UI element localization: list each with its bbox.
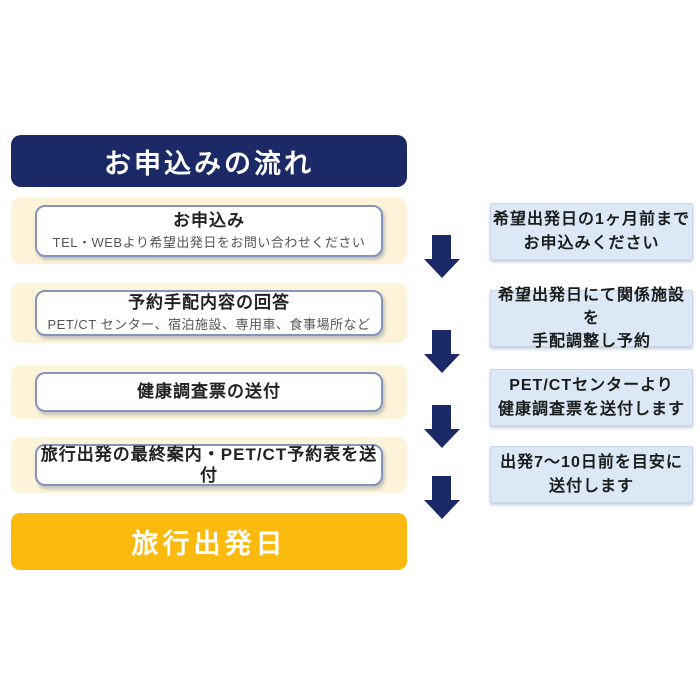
step-inner-panel: 旅行出発の最終案内・PET/CT予約表を送付 [35, 444, 383, 486]
arrow-stem [432, 476, 451, 500]
step-subtitle: TEL・WEBより希望出発日をお問い合わせください [52, 234, 366, 250]
arrow-stem [432, 330, 451, 354]
arrow-stem [432, 405, 451, 429]
note-line: 希望出発日の1ヶ月前まで [493, 211, 690, 229]
step-inner-panel: 予約手配内容の回答 PET/CT センター、宿泊施設、専用車、食事場所など [35, 290, 383, 336]
arrow-head [423, 354, 460, 373]
step-box-final-guide: 旅行出発の最終案内・PET/CT予約表を送付 [11, 437, 407, 493]
note-box-survey-sender: PET/CTセンターより 健康調査票を送付します [490, 369, 693, 426]
note-line: 出発7〜10日前を目安に [500, 454, 683, 472]
note-line: 希望出発日にて関係施設を [497, 286, 685, 327]
down-arrow-icon [423, 330, 460, 373]
down-arrow-icon [423, 405, 460, 448]
note-line: 手配調整し予約 [531, 333, 651, 351]
arrow-head [423, 500, 460, 519]
note-box-send-timing: 出発7〜10日前を目安に 送付します [490, 446, 693, 503]
arrow-head [423, 429, 460, 448]
step-box-health-survey: 健康調査票の送付 [11, 365, 407, 419]
departure-day-title: 旅行出発日 [131, 529, 287, 559]
arrow-stem [432, 235, 451, 259]
down-arrow-icon [423, 476, 460, 519]
note-line: PET/CTセンターより [509, 377, 674, 395]
note-box-deadline: 希望出発日の1ヶ月前まで お申込みください [490, 203, 693, 260]
step-box-application: お申込み TEL・WEBより希望出発日をお問い合わせください [11, 198, 407, 264]
step-title: 旅行出発の最終案内・PET/CT予約表を送付 [40, 444, 378, 485]
step-inner-panel: お申込み TEL・WEBより希望出発日をお問い合わせください [35, 205, 383, 257]
step-title: 予約手配内容の回答 [128, 293, 290, 313]
step-title: 健康調査票の送付 [137, 382, 281, 402]
flow-title: お申込みの流れ [104, 148, 314, 179]
step-inner-panel: 健康調査票の送付 [35, 372, 383, 412]
step-box-reservation-reply: 予約手配内容の回答 PET/CT センター、宿泊施設、専用車、食事場所など [11, 283, 407, 343]
arrow-head [423, 259, 460, 278]
step-title: お申込み [173, 211, 245, 231]
flow-title-banner: お申込みの流れ [11, 135, 407, 187]
note-line: 送付します [548, 477, 634, 495]
departure-day-banner: 旅行出発日 [11, 513, 407, 570]
note-line: 健康調査票を送付します [497, 400, 685, 418]
note-line: お申込みください [523, 234, 660, 252]
down-arrow-icon [423, 235, 460, 278]
note-box-arrangement: 希望出発日にて関係施設を 手配調整し予約 [490, 287, 693, 350]
step-subtitle: PET/CT センター、宿泊施設、専用車、食事場所など [47, 316, 371, 332]
